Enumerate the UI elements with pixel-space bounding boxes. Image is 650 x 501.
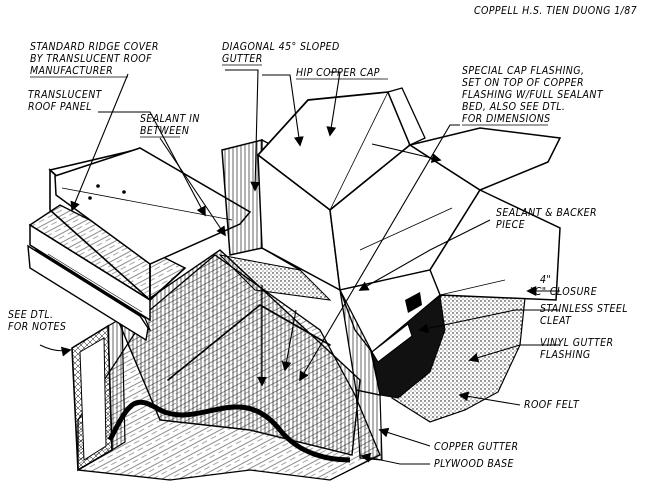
annotations: COPPELL H.S. TIEN DUONG 1/87 STANDARD RI… [8, 5, 637, 470]
ridge-cover-label: STANDARD RIDGE COVER BY TRANSLUCENT ROOF… [30, 41, 162, 77]
sealant-between-label: SEALANT IN BETWEEN [140, 113, 203, 137]
end-wall-drawing [71, 316, 126, 472]
vinyl-flashing-label: VINYL GUTTER FLASHING [540, 337, 617, 361]
roof-panel-label: TRANSLUCENT ROOF PANEL [28, 89, 105, 113]
sealant-backer-label: SEALANT & BACKER PIECE [496, 207, 600, 231]
credit-label: COPPELL H.S. TIEN DUONG 1/87 [474, 5, 637, 17]
copper-gutter-drawing [107, 249, 361, 463]
hip-cap-label: HIP COPPER CAP [296, 67, 380, 79]
diagonal-gutter-label: DIAGONAL 45° SLOPED GUTTER [222, 41, 343, 65]
cleat-label: STAINLESS STEEL CLEAT [540, 303, 631, 327]
hip-cap-drawing [256, 87, 562, 292]
cap-flashing-label: SPECIAL CAP FLASHING, SET ON TOP OF COPP… [462, 65, 606, 125]
roof-felt-label: ROOF FELT [524, 399, 580, 411]
see-dtl-label: SEE DTL. FOR NOTES [8, 309, 66, 333]
c-closure-label: 4" "C" CLOSURE [530, 274, 597, 298]
copper-gutter-label: COPPER GUTTER [434, 441, 518, 453]
plywood-base-label: PLYWOOD BASE [434, 458, 514, 470]
label-underlines [30, 64, 548, 138]
leader-lines [39, 69, 560, 465]
